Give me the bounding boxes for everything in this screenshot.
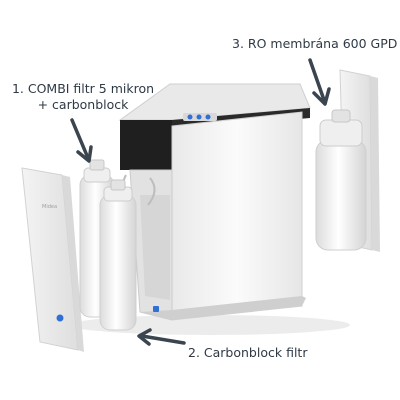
combi-filter-label: 1. COMBI filtr 5 mikron + carbonblock bbox=[4, 81, 162, 113]
combi-filter-label-line1: 1. COMBI filtr 5 mikron bbox=[11, 81, 155, 96]
ro-membrane-label: 3. RO membrána 600 GPD bbox=[232, 36, 398, 51]
ro-membrane-cartridge bbox=[315, 109, 367, 251]
logo-icon bbox=[56, 314, 64, 322]
arrow-to-carbonblock-filter-icon bbox=[137, 328, 186, 346]
floor-shadow bbox=[70, 315, 350, 335]
indicator-light-icon bbox=[187, 114, 193, 120]
carbonblock-filter-cartridge bbox=[99, 179, 137, 331]
left-side-panel: Midea bbox=[21, 167, 84, 352]
combi-filter-label-line2: + carbonblock bbox=[37, 97, 129, 112]
main-housing bbox=[118, 83, 311, 321]
arrow-to-ro-membrane-icon bbox=[308, 58, 331, 106]
indicator-light-icon bbox=[205, 114, 211, 120]
brand-mark: Midea bbox=[42, 204, 57, 210]
arrow-to-combi-filter-icon bbox=[70, 118, 93, 163]
carbonblock-filter-label: 2. Carbonblock filtr bbox=[188, 345, 308, 360]
indicator-light-icon bbox=[196, 114, 202, 120]
status-badge-icon bbox=[153, 306, 159, 312]
